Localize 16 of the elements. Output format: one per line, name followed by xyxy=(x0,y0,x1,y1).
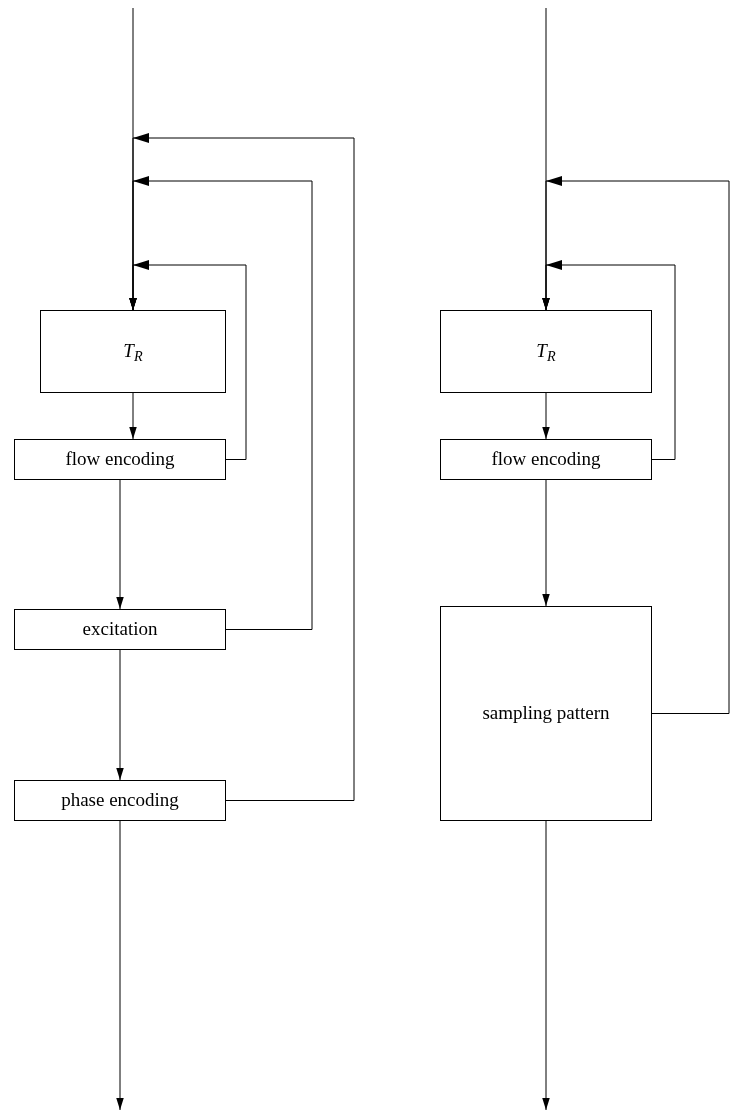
process-box: sampling pattern xyxy=(440,606,652,821)
arrow xyxy=(129,392,137,440)
process-box: flow encoding xyxy=(440,439,652,480)
arrow xyxy=(116,820,124,1111)
arrow xyxy=(542,392,550,440)
process-box: T$_{R}$ xyxy=(40,310,226,393)
arrow xyxy=(542,820,550,1111)
process-box: phase encoding xyxy=(14,780,226,821)
arrow xyxy=(542,479,550,607)
process-box: excitation xyxy=(14,609,226,650)
arrow xyxy=(542,176,730,714)
process-box: flow encoding xyxy=(14,439,226,480)
arrow xyxy=(129,133,355,801)
process-box: T$_{R}$ xyxy=(440,310,652,393)
arrow xyxy=(116,479,124,610)
arrow xyxy=(116,649,124,781)
